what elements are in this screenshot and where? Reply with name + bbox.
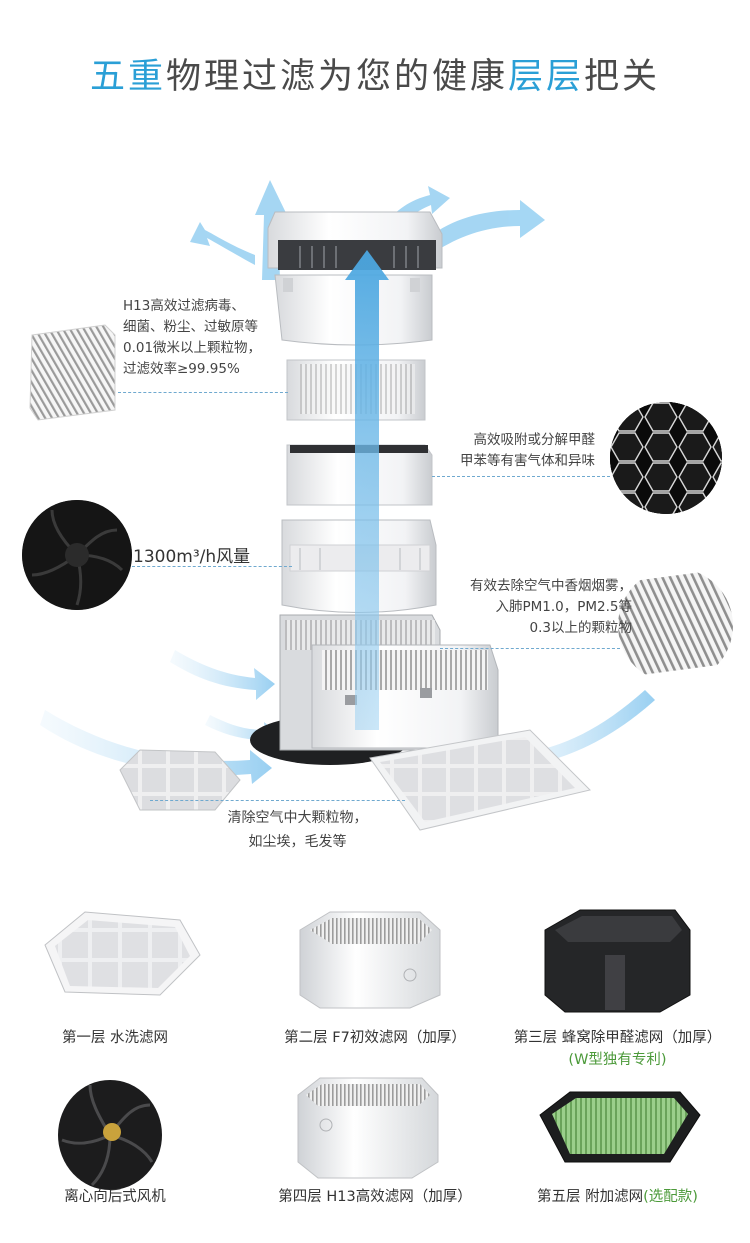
layer-2-caption: 第二层 F7初效滤网（加厚）: [284, 1030, 466, 1046]
smoke-leader-line: [440, 648, 620, 649]
airflow-beam: [345, 250, 389, 730]
h13-line-3: 0.01微米以上颗粒物，: [123, 340, 262, 356]
coarse-leader-line: [150, 800, 405, 801]
formaldehyde-annotation: 高效吸附或分解甲醛 甲苯等有害气体和异味: [425, 430, 595, 472]
layer-5-note: (选配款): [643, 1189, 698, 1205]
layer-1-caption: 第一层 水洗滤网: [61, 1030, 169, 1046]
h13-filter-image: [297, 1077, 439, 1179]
layer-3-note: (W型独有专利): [568, 1052, 667, 1068]
coarse-line-2: 如尘埃，毛发等: [248, 834, 347, 850]
prefilter-detail-image: [119, 749, 241, 811]
layer-5-label: 第五层 附加滤网: [537, 1189, 644, 1205]
coarse-line-1: 清除空气中大颗粒物，: [227, 810, 368, 826]
fan-detail-image: [22, 500, 132, 610]
smoke-line-3: 0.3以上的颗粒物: [529, 620, 632, 636]
title-text-2: 把关: [584, 57, 661, 97]
layer-5-caption: 第五层 附加滤网(选配款): [495, 1185, 740, 1206]
washable-prefilter-panel: [369, 729, 591, 831]
smoke-line-2: 入肺PM1.0，PM2.5等: [495, 599, 632, 615]
page-title: 五重物理过滤为您的健康层层把关: [0, 48, 750, 99]
title-text-1: 物理过滤为您的健康: [165, 57, 508, 97]
h13-detail-image: [29, 324, 116, 421]
pleat-detail-image: [618, 568, 733, 683]
component-images: [44, 909, 701, 1190]
layer-4-caption: 第四层 H13高效滤网（加厚）: [278, 1189, 472, 1205]
fan-caption: 离心向后式风机: [64, 1189, 166, 1205]
h13-line-1: H13高效过滤病毒、: [123, 298, 245, 314]
coarse-annotation: 清除空气中大颗粒物， 如尘埃，毛发等: [210, 806, 385, 854]
layer-3-caption: 第三层 蜂窝除甲醛滤网（加厚）: [513, 1030, 722, 1046]
top-cap: [267, 211, 443, 346]
airflow-annotation: 1300m³/h风量: [133, 547, 251, 567]
airflow-leader-line: [132, 566, 292, 567]
h13-line-2: 细菌、粉尘、过敏原等: [123, 319, 258, 335]
h13-annotation: H13高效过滤病毒、 细菌、粉尘、过敏原等 0.01微米以上颗粒物， 过滤效率≥…: [123, 296, 283, 380]
honeycomb-detail-image: [610, 402, 722, 514]
formaldehyde-leader-line: [432, 476, 610, 477]
honeycomb-filter-image: [544, 909, 691, 1013]
title-highlight-1: 五重: [89, 57, 166, 97]
f7-filter-image: [299, 911, 441, 1009]
h13-leader-line: [118, 392, 288, 393]
additional-filter-image: [539, 1091, 701, 1163]
washable-filter-image: [44, 911, 201, 996]
formaldehyde-line-1: 高效吸附或分解甲醛: [473, 432, 596, 448]
centrifugal-fan-image: [58, 1080, 162, 1190]
title-highlight-2: 层层: [508, 57, 585, 97]
smoke-line-1: 有效去除空气中香烟烟雾，: [470, 578, 632, 594]
exploded-purifier-diagram: [29, 180, 655, 831]
h13-line-4: 过滤效率≥99.95%: [123, 361, 240, 377]
formaldehyde-line-2: 甲苯等有害气体和异味: [460, 453, 595, 469]
smoke-annotation: 有效去除空气中香烟烟雾， 入肺PM1.0，PM2.5等 0.3以上的颗粒物: [420, 576, 632, 639]
